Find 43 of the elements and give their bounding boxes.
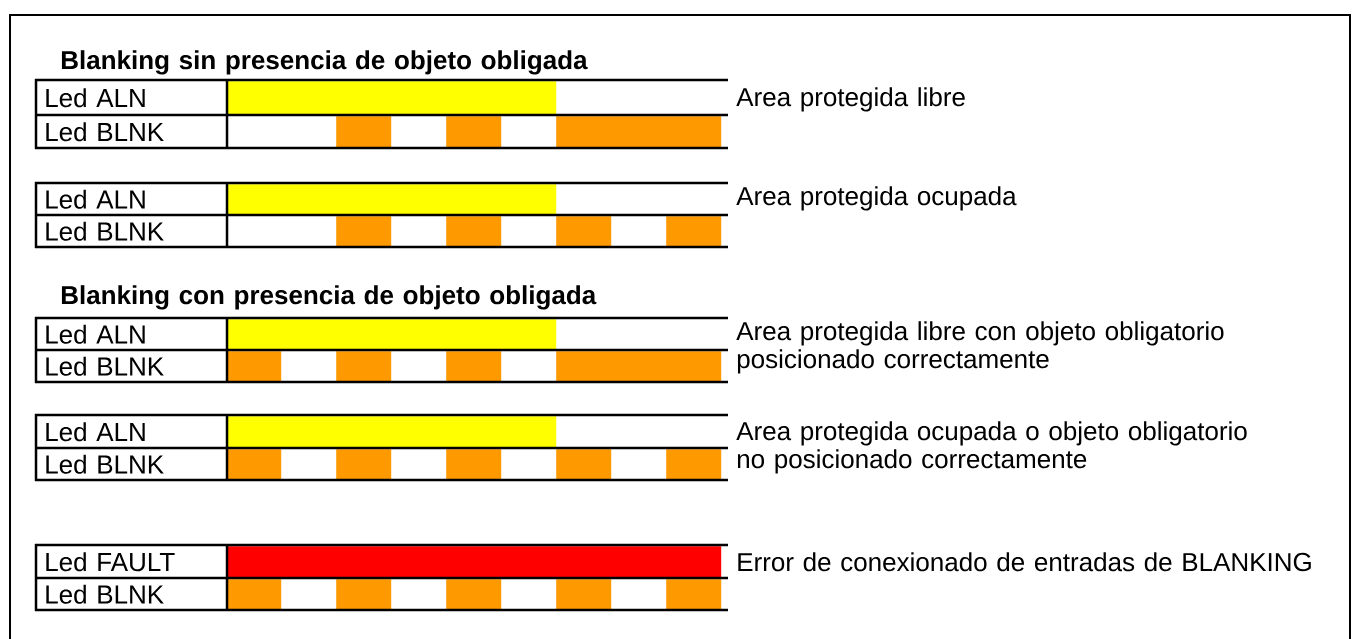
led-on-bar [446, 351, 502, 382]
led-on-bar [666, 579, 722, 610]
row-label: Led BLNK [46, 584, 164, 604]
row-label: Led BLNK [46, 454, 164, 474]
led-on-bar [226, 579, 282, 610]
row-label: Led ALN [46, 189, 145, 209]
led-on-bar [666, 216, 722, 247]
led-on-bar [336, 449, 392, 480]
state-description: Area protegida ocupada o objeto obligatorio no posicionado correctamente [736, 421, 1247, 474]
row-label: Led BLNK [46, 221, 164, 241]
row-label: Led ALN [46, 324, 145, 344]
row-label: Led ALN [46, 422, 145, 442]
led-on-bar [446, 116, 502, 148]
led-on-bar [226, 351, 282, 382]
led-on-bar [226, 416, 557, 448]
led-on-bar [556, 216, 612, 247]
row-label: Led BLNK [46, 356, 164, 376]
led-on-bar [666, 449, 722, 480]
led-on-bar [226, 546, 722, 578]
led-on-bar [226, 184, 557, 215]
led-on-bar [556, 579, 612, 610]
led-on-bar [336, 579, 392, 610]
led-on-bar [446, 216, 502, 247]
led-on-bar [446, 449, 502, 480]
led-on-bar [226, 449, 282, 480]
led-on-bar [556, 351, 722, 382]
state-description: Area protegida libre con objeto obligatorio posicionado correctamente [736, 321, 1224, 374]
led-on-bar [556, 116, 722, 148]
led-on-bar [336, 351, 392, 382]
led-on-bar [336, 216, 392, 247]
row-label: Led ALN [46, 88, 145, 108]
row-label: Led FAULT [46, 552, 175, 572]
led-on-bar [336, 116, 392, 148]
led-on-bar [556, 449, 612, 480]
state-description: Error de conexionado de entradas de BLANKING [738, 552, 1311, 572]
section-heading: Blanking sin presencia de objeto obligada [61, 50, 588, 75]
row-label: Led BLNK [46, 122, 164, 142]
led-on-bar [446, 579, 502, 610]
state-description: Area protegida libre [736, 87, 965, 112]
led-on-bar [226, 81, 557, 115]
state-description: Area protegida ocupada [736, 186, 1017, 211]
led-on-bar [226, 319, 557, 350]
section-heading: Blanking con presencia de objeto obligada [61, 285, 597, 310]
